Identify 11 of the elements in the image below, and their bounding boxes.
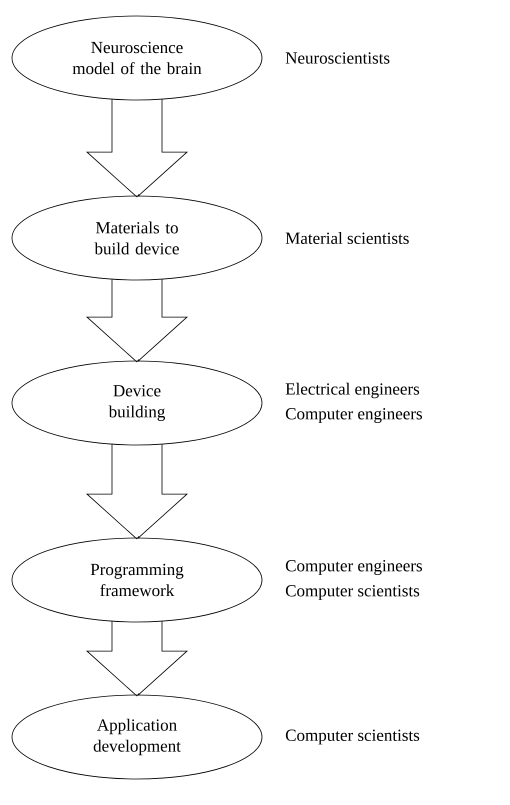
block-arrow: [86, 99, 188, 198]
role-label: Neuroscientists: [286, 52, 390, 64]
role-label: Computer scientists: [286, 730, 420, 744]
block-arrow: [86, 444, 188, 540]
block-arrow: [86, 279, 188, 362]
block-arrow: [86, 621, 188, 696]
role-label: Computer engineers: [286, 408, 422, 423]
role-label: Computer engineers: [286, 560, 422, 575]
role-label: Computer scientists: [286, 585, 420, 600]
role-label: Electrical engineers: [286, 382, 420, 398]
role-label: Material scientists: [286, 232, 409, 244]
